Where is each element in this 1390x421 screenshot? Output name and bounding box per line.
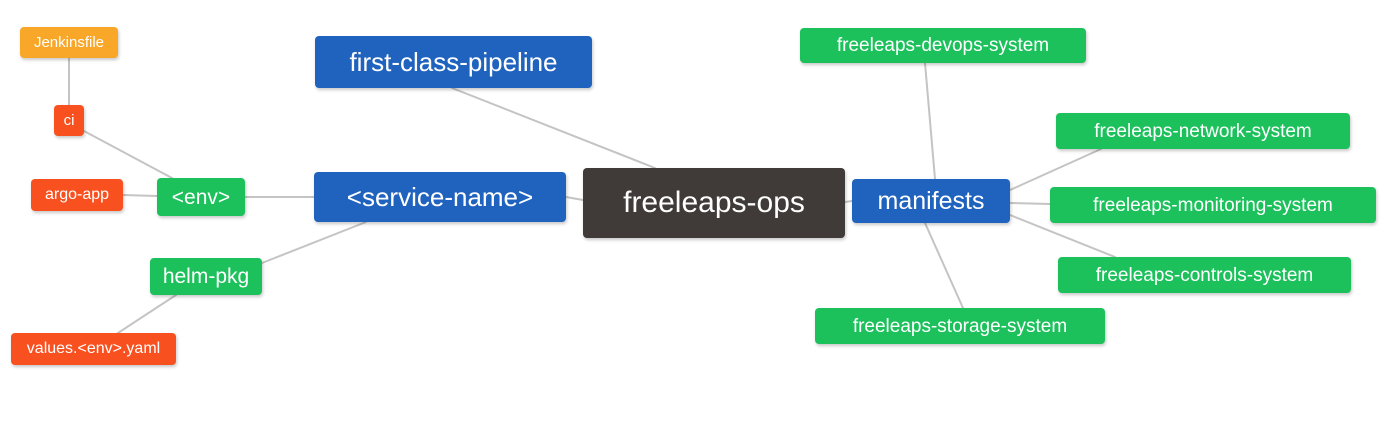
node-freeleaps-monitoring-system[interactable]: freeleaps-monitoring-system — [1050, 187, 1376, 223]
node-label-freeleaps-monitoring-system: freeleaps-monitoring-system — [1093, 194, 1333, 216]
node-manifests[interactable]: manifests — [852, 179, 1010, 223]
node-label-freeleaps-ops: freeleaps-ops — [623, 186, 805, 219]
node-label-jenkinsfile: Jenkinsfile — [33, 34, 105, 51]
node-label-env: <env> — [171, 185, 231, 209]
node-label-freeleaps-controls-system: freeleaps-controls-system — [1095, 264, 1314, 286]
node-label-first-class-pipeline: first-class-pipeline — [349, 47, 558, 77]
edge-first-class-pipeline-to-freeleaps-ops — [451, 87, 656, 169]
edge-service-name-to-freeleaps-ops — [565, 196, 584, 201]
node-freeleaps-devops-system[interactable]: freeleaps-devops-system — [800, 28, 1086, 63]
edge-ci-to-env — [83, 130, 173, 179]
node-freeleaps-controls-system[interactable]: freeleaps-controls-system — [1058, 257, 1351, 293]
node-label-ci: ci — [63, 112, 75, 129]
node-argo-app[interactable]: argo-app — [31, 179, 123, 211]
edge-freeleaps-ops-to-manifests — [844, 200, 853, 203]
node-ci[interactable]: ci — [54, 105, 84, 136]
node-label-freeleaps-storage-system: freeleaps-storage-system — [852, 315, 1068, 337]
edge-argo-app-to-env — [122, 194, 158, 197]
node-first-class-pipeline[interactable]: first-class-pipeline — [315, 36, 592, 88]
node-service-name[interactable]: <service-name> — [314, 172, 566, 222]
node-helm-pkg[interactable]: helm-pkg — [150, 258, 262, 295]
node-values-env-yaml[interactable]: values.<env>.yaml — [11, 333, 176, 365]
node-label-manifests: manifests — [877, 186, 985, 215]
edge-manifests-to-freeleaps-storage-system — [924, 222, 964, 309]
node-label-values-env-yaml: values.<env>.yaml — [26, 340, 161, 357]
edge-service-name-to-helm-pkg — [261, 221, 367, 264]
edge-manifests-to-freeleaps-network-system — [1009, 148, 1102, 191]
edge-manifests-to-freeleaps-devops-system — [924, 62, 936, 180]
node-freeleaps-ops[interactable]: freeleaps-ops — [583, 168, 845, 238]
node-jenkinsfile[interactable]: Jenkinsfile — [20, 27, 118, 58]
node-label-argo-app: argo-app — [44, 186, 110, 203]
node-label-helm-pkg: helm-pkg — [162, 265, 250, 288]
edge-manifests-to-freeleaps-monitoring-system — [1009, 202, 1051, 205]
node-label-freeleaps-devops-system: freeleaps-devops-system — [836, 35, 1050, 56]
node-freeleaps-network-system[interactable]: freeleaps-network-system — [1056, 113, 1350, 149]
node-label-freeleaps-network-system: freeleaps-network-system — [1094, 120, 1312, 142]
node-env[interactable]: <env> — [157, 178, 245, 216]
node-freeleaps-storage-system[interactable]: freeleaps-storage-system — [815, 308, 1105, 344]
edge-helm-pkg-to-values-env-yaml — [117, 294, 177, 334]
node-label-service-name: <service-name> — [346, 182, 534, 212]
